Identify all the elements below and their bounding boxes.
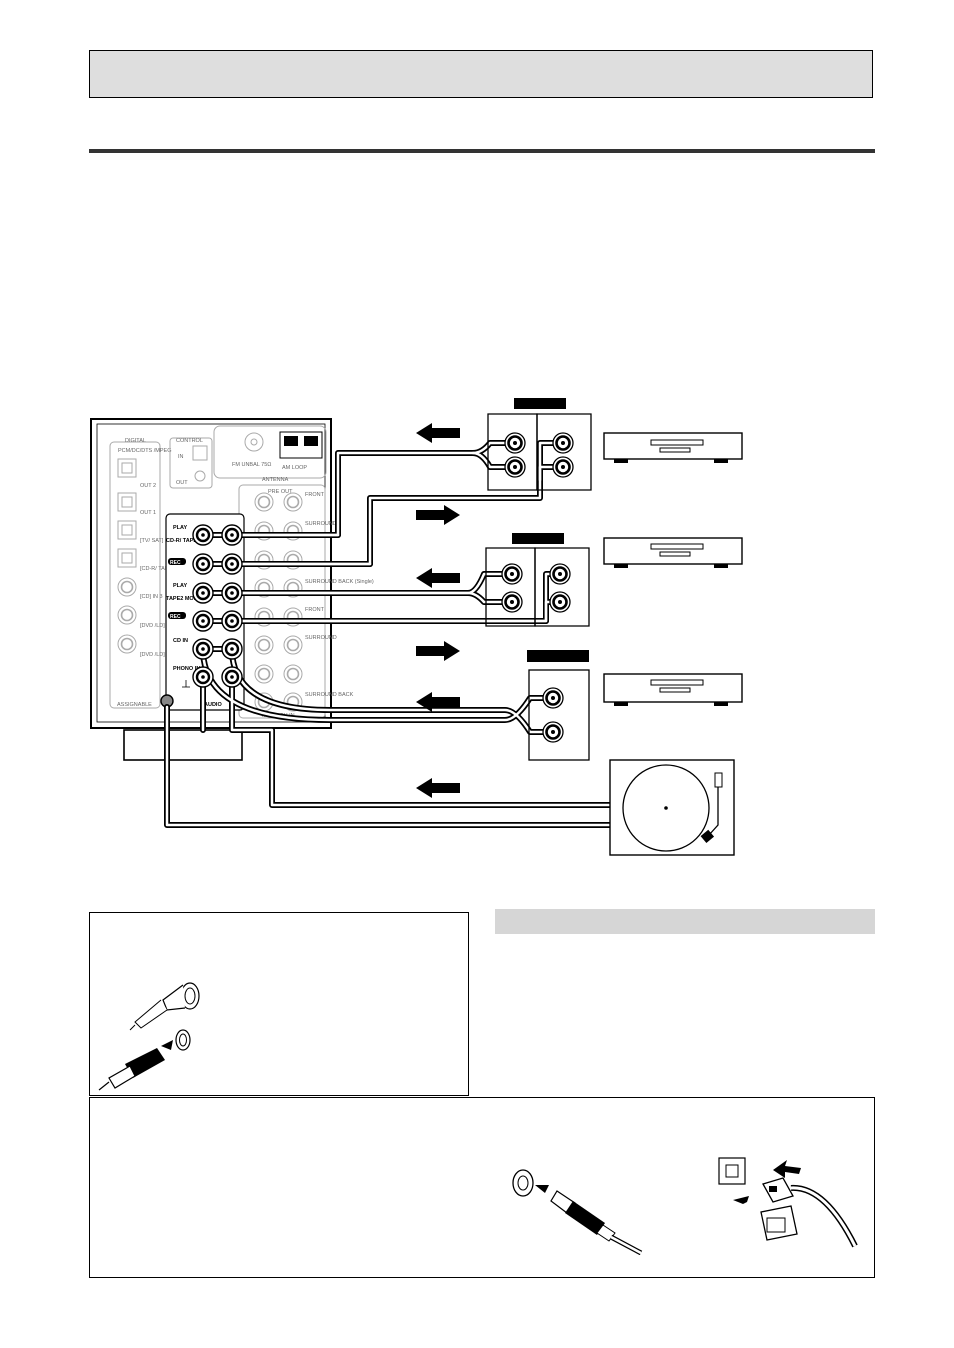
signal-arrow-left-icon (416, 778, 460, 798)
audio-label: AUDIO (204, 702, 222, 708)
connection-diagram: DIGITAL PCM/DC/DTS /MPEG OUT 2 OUT 1 [TV… (90, 398, 743, 856)
optical-plug-illustration (718, 1157, 858, 1248)
recorder-1-device (603, 432, 743, 463)
tape2-rec-label: REC (170, 614, 181, 620)
digital-jack-out2: OUT 2 (140, 483, 156, 489)
side-note-band (495, 909, 875, 934)
title-rule (89, 149, 875, 153)
am-loop-label: AM LOOP (282, 465, 307, 471)
preout-surround-label: SURROUND (305, 521, 337, 527)
digital-jack-in4: [DVD /LD] IN 4 (140, 623, 176, 629)
digital-format-label: PCM/DC/DTS /MPEG (118, 448, 171, 454)
multich-surround-label: SURROUND (305, 635, 337, 641)
bottom-note-box (89, 1097, 875, 1278)
rca-plug-illustration (98, 982, 200, 1091)
turntable (609, 759, 735, 856)
section-header-band (89, 50, 873, 98)
cd-player-jack-panel (527, 650, 590, 761)
multich-surround-back-label: SURROUND BACK (305, 692, 354, 698)
fm-antenna-label: FM UNBAL 75Ω (232, 462, 271, 468)
antenna-label: ANTENNA (262, 477, 289, 483)
note-box (89, 912, 469, 1096)
tape2-play-label: PLAY (173, 583, 187, 589)
signal-arrow-left-icon (416, 423, 460, 443)
cd-player-device (603, 673, 743, 706)
signal-arrow-left-icon (416, 568, 460, 588)
digital-jack-out1: OUT 1 (140, 510, 156, 516)
preout-front-label: FRONT (305, 492, 325, 498)
assignable-label: ASSIGNABLE (117, 702, 152, 708)
recorder-2-jack-panel (485, 533, 590, 627)
multich-front-label: FRONT (305, 607, 325, 613)
digital-jack-in1: [TV/ SAT] IN 1 (140, 538, 175, 544)
recorder-2-device (603, 537, 743, 568)
signal-arrow-right-icon (416, 505, 460, 525)
digital-jack-in5: [DVD /LD] IN 5 (140, 652, 176, 658)
coaxial-plug-illustration (512, 1169, 643, 1255)
recorder-1-jack-panel (487, 398, 592, 491)
pre-out-label: PRE OUT (268, 489, 293, 495)
preout-surround-back-label: SURROUND BACK (Single) (305, 579, 374, 585)
digital-jack-in3: [CD] IN 3 (140, 594, 163, 600)
digital-label: DIGITAL (125, 438, 146, 444)
cdr-tape1-md-label: CD-R/ TAPE1/ MD (166, 538, 212, 544)
control-out-label: OUT (176, 480, 188, 486)
signal-arrow-right-icon (416, 641, 460, 661)
tape2-monitor-label: TAPE2 MONITOR (166, 596, 211, 602)
cdr-rec-label: REC (170, 560, 181, 566)
cd-in-label: CD IN (173, 638, 188, 644)
control-label: CONTROL (176, 438, 203, 444)
cdr-play-label: PLAY (173, 525, 187, 531)
control-in-label: IN (178, 454, 184, 460)
phono-in-label: PHONO IN (173, 666, 200, 672)
